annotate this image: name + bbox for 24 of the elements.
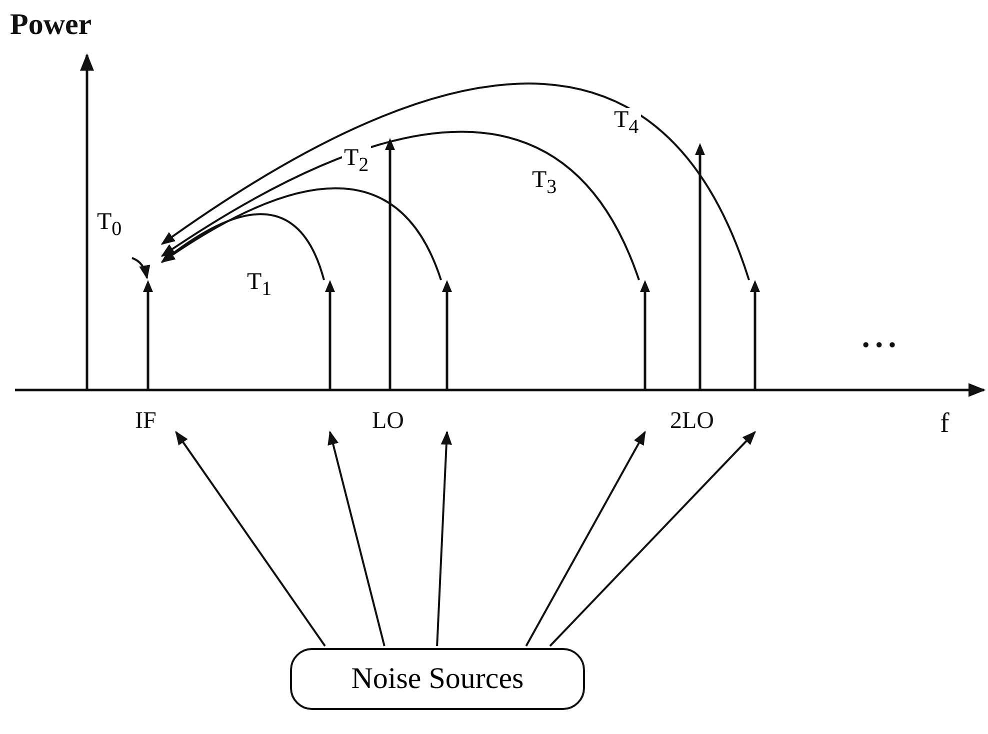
spectral-line xyxy=(383,138,397,390)
arrow xyxy=(328,430,386,646)
arrow xyxy=(549,431,756,647)
arrow xyxy=(525,430,646,646)
axis-title: Power xyxy=(10,8,92,42)
ellipsis: • • • xyxy=(862,332,896,358)
arrow xyxy=(160,188,442,280)
spectral-line xyxy=(323,280,337,390)
spectral-line xyxy=(440,280,454,390)
arrow xyxy=(436,430,452,646)
arrow xyxy=(160,214,325,280)
spectral-line xyxy=(693,143,707,390)
axis-title: f xyxy=(940,408,950,440)
arrow xyxy=(132,257,150,280)
spectral-line xyxy=(748,280,762,390)
noise-sources-box: Noise Sources xyxy=(290,648,585,710)
arrow xyxy=(160,83,750,280)
arrow xyxy=(175,430,326,647)
frequency-label: LO xyxy=(372,408,404,435)
spectral-line xyxy=(638,280,652,390)
arrow xyxy=(160,131,640,280)
frequency-label: IF xyxy=(135,408,156,435)
spectral-line xyxy=(141,280,155,390)
frequency-label: 2LO xyxy=(670,408,714,435)
